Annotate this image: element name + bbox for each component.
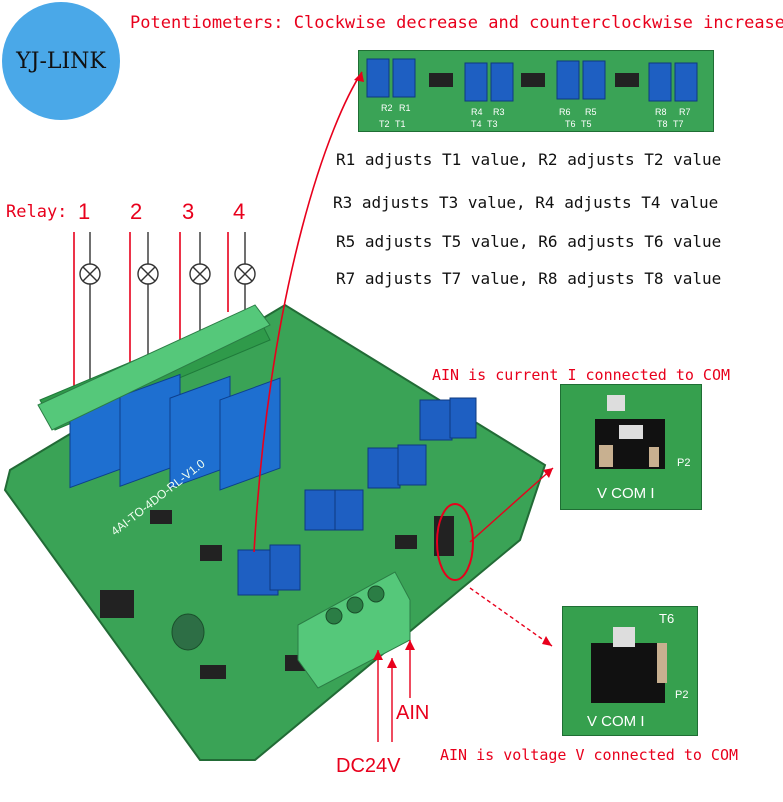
adjust-line-4: R7 adjusts T7 value, R8 adjusts T8 value <box>336 269 722 288</box>
relay-label: Relay: <box>6 202 68 222</box>
jumper-voltage-p2-label: P2 <box>675 689 689 701</box>
lamp-icon-2 <box>137 263 159 285</box>
pot-label-r2: R2 <box>381 103 393 113</box>
pot-label-r6: R6 <box>559 107 571 117</box>
potentiometer-block <box>237 397 477 596</box>
test-point-t4: T4 <box>471 119 482 129</box>
jumper-voltage-illustration <box>563 607 697 735</box>
test-point-t3: T3 <box>487 119 498 129</box>
potentiometer-strip-photo: R2 R1 R4 R3 R6 R5 R8 R7 T2 T1 T4 T3 T6 T… <box>358 50 714 132</box>
pot-label-r7: R7 <box>679 107 691 117</box>
brand-logo: YJ-LINK <box>2 2 120 120</box>
test-point-t7: T7 <box>673 119 684 129</box>
pot-label-r5: R5 <box>585 107 597 117</box>
power-terminal-label: DC24V <box>336 755 401 777</box>
pot-label-r4: R4 <box>471 107 483 117</box>
test-point-t1: T1 <box>395 119 406 129</box>
jumper-highlight-circle <box>436 503 474 581</box>
terminal-block-relay <box>37 304 271 431</box>
brand-logo-text: YJ-LINK <box>16 48 106 74</box>
jumper-current-p2-label: P2 <box>677 457 691 469</box>
adjust-line-2: R3 adjusts T3 value, R4 adjusts T4 value <box>333 193 719 212</box>
jumper-voltage-t6-label: T6 <box>659 611 675 626</box>
jumper-current-illustration <box>561 385 701 509</box>
relay-number-2: 2 <box>130 199 143 224</box>
test-point-t6: T6 <box>565 119 576 129</box>
capacitor <box>171 613 205 651</box>
test-point-t2: T2 <box>379 119 390 129</box>
lamp-icon-1 <box>79 263 101 285</box>
relay-number-1: 1 <box>78 199 91 224</box>
adjust-line-3: R5 adjusts T5 value, R6 adjusts T6 value <box>336 232 722 251</box>
callout-voltage: AIN is voltage V connected to COM <box>440 746 739 764</box>
pcb-board-photo: 4AI-TO-4DO-RL-V1.0 <box>3 303 547 761</box>
relay-number-3: 3 <box>182 199 195 224</box>
callout-current: AIN is current I connected to COM <box>432 366 731 384</box>
pot-label-r1: R1 <box>399 103 411 113</box>
jumper-voltage-photo: T6 V COM I P2 <box>562 606 698 736</box>
lamp-icon-3 <box>189 263 211 285</box>
lamp-icon-4 <box>234 263 256 285</box>
pot-label-r8: R8 <box>655 107 667 117</box>
ain-terminal-label: AIN <box>396 702 430 724</box>
test-point-t5: T5 <box>581 119 592 129</box>
pot-label-r3: R3 <box>493 107 505 117</box>
test-point-t8: T8 <box>657 119 668 129</box>
jumper-current-photo: V COM I P2 <box>560 384 702 510</box>
jumper-voltage-pin-labels: V COM I <box>587 713 645 730</box>
relay-number-4: 4 <box>233 199 246 224</box>
adjust-line-1: R1 adjusts T1 value, R2 adjusts T2 value <box>336 150 722 169</box>
potentiometer-strip-illustration <box>359 51 713 131</box>
jumper-current-pin-labels: V COM I <box>597 485 655 502</box>
header-title: Potentiometers: Clockwise decrease and c… <box>130 13 783 33</box>
